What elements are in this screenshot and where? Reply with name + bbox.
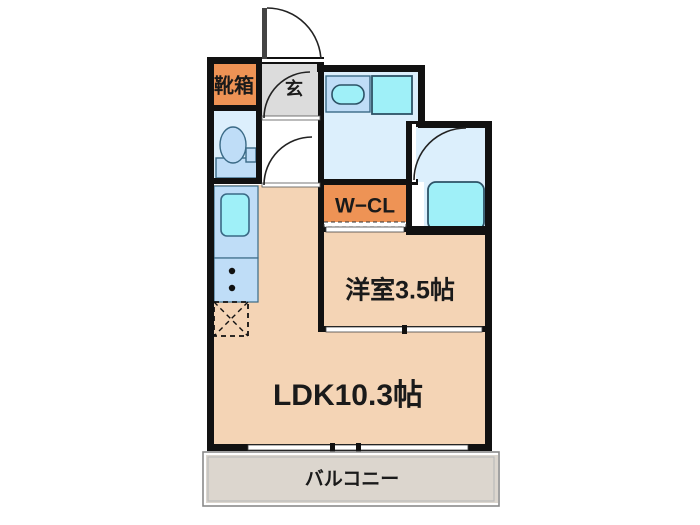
entrance-threshold [262,59,324,62]
balcony-window-stile-a [330,443,335,452]
genkan-inner-threshold [261,115,321,121]
kitchen-group [213,185,259,337]
washroom-fixtures [325,75,413,115]
wcl-door [323,221,407,228]
balcony-sliding-window [247,443,469,452]
balcony-floor [206,455,498,503]
balcony-label: バルコニー [305,468,400,490]
bedroom-window-panel [325,226,405,233]
wall-washroom-bottom [318,179,418,185]
entrance-door [262,7,324,63]
bath-door [412,124,467,182]
wall-top-bath [317,65,425,72]
wall-wcl-right [406,182,412,232]
ldk-floor-main [214,332,485,450]
balcony-railing-outer [202,451,500,507]
vanity-basin-icon [331,84,365,105]
bathtub-group [427,181,485,231]
hallway-floor [262,118,324,185]
openings-group [202,7,500,507]
wall-shoe-toilet-divider [207,105,262,111]
wall-toilet-bottom [207,178,262,184]
balcony-window-leaf-a [247,444,359,451]
shoe-cabinet-floor [214,64,260,108]
kitchen-stove-counter [213,257,259,303]
bedroom-north-window [325,226,405,233]
bedroom-south-sliding-door [325,325,483,334]
sliding-door-stile [402,325,407,334]
stove-burner-front-icon [228,267,236,275]
sliding-leaf-a [325,326,405,333]
genkan-inner-door [261,71,321,121]
laundry-slot-icon [371,75,413,115]
entrance-floor [262,62,324,118]
bath-door-leaf [412,124,416,182]
balcony-window-stile-b [356,443,361,452]
toilet-bowl-icon [219,126,247,164]
washer-cross-b [213,301,249,337]
toilet-door [261,136,321,188]
entrance-label: 玄 [285,78,303,99]
toilet-tank-icon [245,147,257,163]
genkan-inner-arc [263,71,311,119]
bedroom-floor [330,232,485,332]
wall-washroom-bath-divider [406,124,412,185]
balcony-window-leaf-b [357,444,469,451]
stove-burner-rear-icon [228,284,236,292]
wall-bedroom-left [318,182,324,332]
ldk-floor-mid [214,185,330,332]
wall-right-outer [485,121,492,451]
toilet-door-arc [263,136,313,186]
wall-bath-top [406,121,486,127]
wall-hall-washroom [318,72,324,185]
wcl-door-panel [323,221,407,228]
wcl-label: W−CL [335,195,395,218]
balcony-outline [202,451,500,507]
entrance-door-leaf [262,8,267,62]
kitchen-sink-basin-icon [220,193,250,237]
bedroom-label: 洋室3.5帖 [345,276,455,305]
washer-cross-a [213,301,249,337]
room-labels-group: LDK10.3帖 洋室3.5帖 W−CL 靴箱 玄 バルコニー [214,73,455,490]
wall-shoe-right [256,57,262,110]
wall-entrance-right-stub [317,57,324,72]
bathtub-icon [427,181,485,231]
bath-door-arc [413,127,467,181]
wall-bath-right-upper [418,65,425,128]
entrance-door-arc [266,7,322,63]
balcony-railing-inner [207,456,495,502]
sliding-leaf-b [403,326,483,333]
shoe-cabinet-label: 靴箱 [214,73,254,97]
ldk-label: LDK10.3帖 [273,379,423,412]
toilet-door-threshold [261,182,321,188]
wall-toilet-right [256,110,262,184]
wall-left-outer [207,57,214,451]
